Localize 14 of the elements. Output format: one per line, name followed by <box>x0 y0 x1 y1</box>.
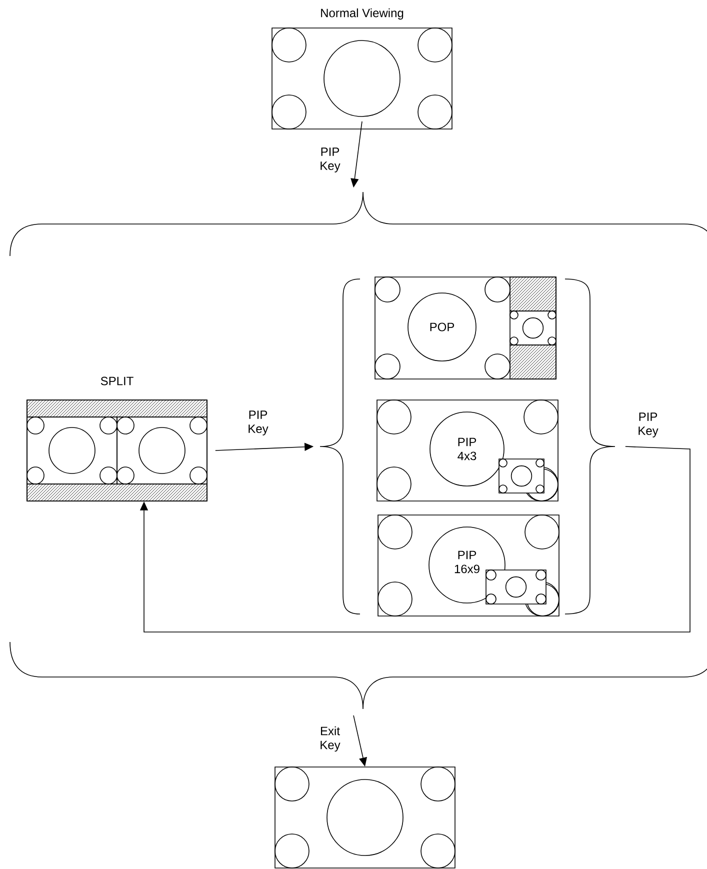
mode-label: PIP 16x9 <box>454 550 480 574</box>
tv-screen-drawing <box>274 766 456 868</box>
edge-label: PIP Key <box>313 146 347 174</box>
brace-drawing <box>10 192 707 710</box>
edge-label: PIP Key <box>631 412 665 438</box>
edge-label: PIP Key <box>241 410 275 436</box>
mode-label: PIP 4x3 <box>458 438 476 460</box>
arrow <box>140 446 690 632</box>
mode-label: POP <box>430 322 454 332</box>
screen-title: Normal Viewing <box>321 8 404 20</box>
brace-drawing <box>320 278 616 614</box>
edge-label: Exit Key <box>313 725 347 753</box>
screen-title: SPLIT <box>100 376 134 386</box>
tv-screen-drawing <box>510 276 556 312</box>
